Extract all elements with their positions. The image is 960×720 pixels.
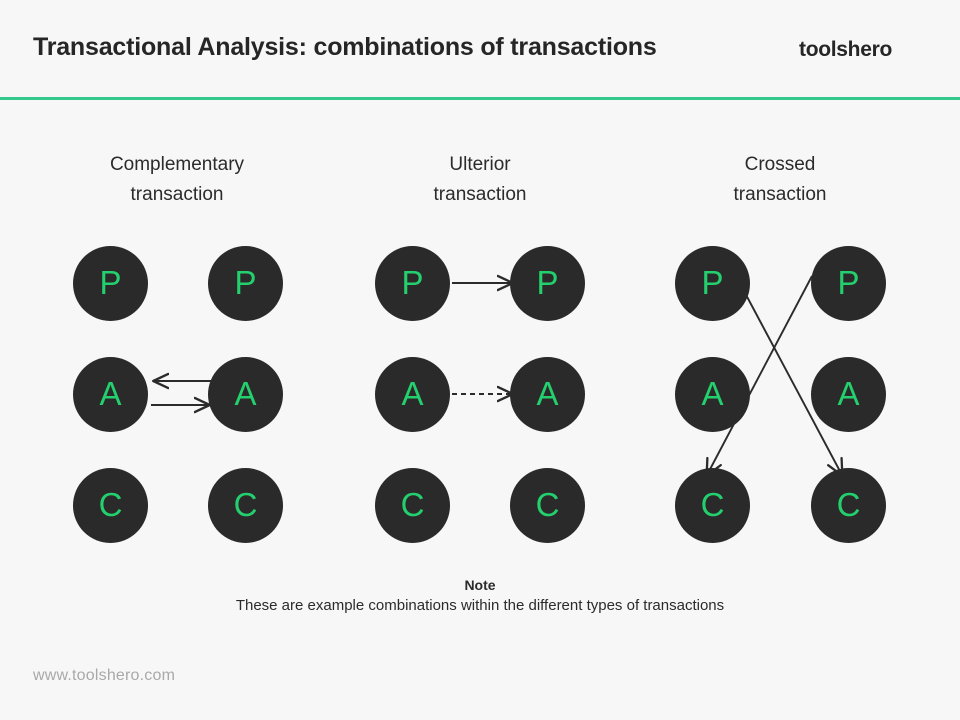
node-crossed-right-child: C <box>811 468 886 543</box>
node-ulterior-right-adult: A <box>510 357 585 432</box>
node-label: P <box>837 264 860 301</box>
node-label: P <box>536 264 559 301</box>
node-label: C <box>700 486 725 523</box>
node-label: C <box>400 486 425 523</box>
column-heading-line2: transaction <box>130 184 224 205</box>
column-heading-line2: transaction <box>733 184 827 205</box>
node-complementary-left-parent: P <box>73 246 148 321</box>
diagram-canvas: Complementary transaction Ulterior trans… <box>0 100 960 720</box>
node-complementary-right-parent: P <box>208 246 283 321</box>
node-label: A <box>401 375 424 412</box>
footer-url: www.toolshero.com <box>33 667 176 684</box>
node-label: C <box>535 486 560 523</box>
node-ulterior-right-parent: P <box>510 246 585 321</box>
node-label: A <box>837 375 860 412</box>
node-crossed-left-child: C <box>675 468 750 543</box>
node-ulterior-left-adult: A <box>375 357 450 432</box>
node-crossed-left-parent: P <box>675 246 750 321</box>
header-bar: Transactional Analysis: combinations of … <box>0 0 960 98</box>
node-crossed-right-parent: P <box>811 246 886 321</box>
node-label: C <box>233 486 258 523</box>
column-heading-line2: transaction <box>433 184 527 205</box>
node-crossed-left-adult: A <box>675 357 750 432</box>
column-heading-crossed: Crossed transaction <box>640 150 920 210</box>
accent-divider <box>0 97 960 100</box>
node-complementary-right-child: C <box>208 468 283 543</box>
node-complementary-right-adult: A <box>208 357 283 432</box>
node-label: A <box>536 375 559 412</box>
node-label: P <box>701 264 724 301</box>
brand-logo: toolshero <box>799 38 892 61</box>
node-crossed-right-adult: A <box>811 357 886 432</box>
node-label: A <box>701 375 724 412</box>
node-complementary-left-child: C <box>73 468 148 543</box>
column-heading-ulterior: Ulterior transaction <box>340 150 620 210</box>
note-body: These are example combinations within th… <box>235 597 725 614</box>
node-label: P <box>401 264 424 301</box>
node-label: C <box>836 486 861 523</box>
node-label: P <box>234 264 257 301</box>
column-heading-line1: Ulterior <box>449 154 511 175</box>
node-ulterior-left-parent: P <box>375 246 450 321</box>
column-heading-line1: Complementary <box>109 154 245 175</box>
page-title: Transactional Analysis: combinations of … <box>33 33 657 61</box>
node-ulterior-left-child: C <box>375 468 450 543</box>
note-block: Note These are example combinations with… <box>0 575 960 617</box>
node-label: A <box>99 375 122 412</box>
node-complementary-left-adult: A <box>73 357 148 432</box>
node-ulterior-right-child: C <box>510 468 585 543</box>
node-label: A <box>234 375 257 412</box>
column-heading-line1: Crossed <box>744 154 816 175</box>
column-heading-complementary: Complementary transaction <box>37 150 317 210</box>
node-label: P <box>99 264 122 301</box>
node-label: C <box>98 486 123 523</box>
note-title: Note <box>464 577 496 593</box>
